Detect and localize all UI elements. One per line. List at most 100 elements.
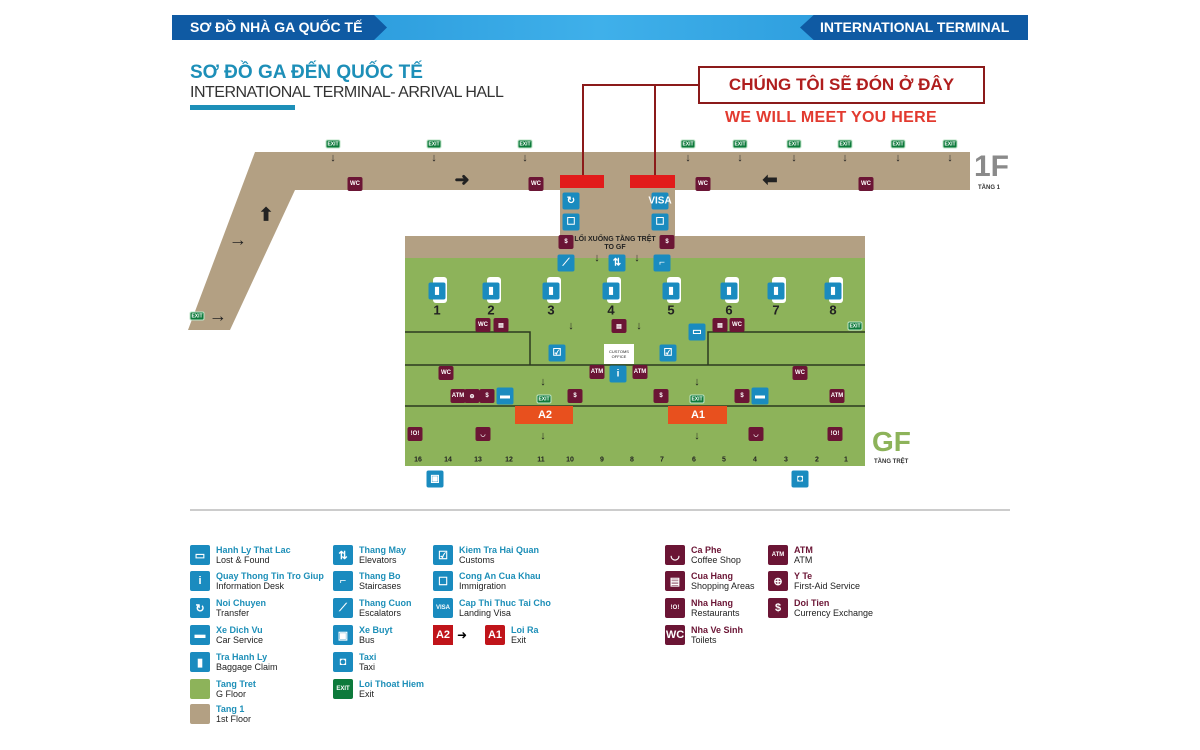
direction-arrow: ↓ bbox=[330, 152, 336, 164]
direction-arrow: ↓ bbox=[694, 376, 700, 388]
lost-found-icon: ▭ bbox=[688, 323, 706, 341]
coffee-icon: ◡ bbox=[475, 427, 491, 441]
legend-en: Car Service bbox=[216, 635, 264, 645]
legend-en: Escalators bbox=[359, 608, 402, 618]
carousel-number: 3 bbox=[547, 302, 555, 318]
legend-vn: Thang Cuon bbox=[359, 598, 412, 608]
carousel-number: 1 bbox=[433, 302, 441, 318]
legend-en: First-Aid Service bbox=[794, 581, 861, 591]
baggage-claim-icon: ▮ bbox=[602, 282, 620, 300]
direction-arrow: ↓ bbox=[636, 320, 642, 332]
gate-number: 8 bbox=[630, 456, 634, 464]
floor-1-sub: TẦNG 1 bbox=[978, 185, 1001, 191]
taxi-icon: ◘ bbox=[333, 652, 353, 672]
legend-vn: Quay Thong Tin Tro Giup bbox=[216, 571, 324, 581]
page-title: SƠ ĐỒ GA ĐẾN QUỐC TẾ bbox=[190, 62, 423, 83]
toilet-icon: WC bbox=[475, 318, 491, 332]
shop-icon: ▤ bbox=[665, 571, 685, 591]
gate-number: 10 bbox=[566, 456, 574, 464]
customs-office: CUSTOMS OFFICE bbox=[604, 344, 634, 364]
shop-icon: ▤ bbox=[611, 319, 627, 333]
callout-lines bbox=[582, 84, 698, 176]
a2-icon: A2 bbox=[433, 625, 453, 645]
car-service-icon: ▬ bbox=[496, 387, 514, 405]
emergency-exit-icon: EXIT bbox=[942, 139, 958, 149]
title-underline bbox=[190, 105, 295, 110]
currency-exchange-icon: $ bbox=[734, 389, 750, 403]
emergency-exit-icon: EXIT bbox=[732, 139, 748, 149]
toilet-icon: WC bbox=[528, 177, 544, 191]
shop-icon: ▤ bbox=[493, 318, 509, 332]
legend-vn: Loi Ra bbox=[511, 625, 539, 635]
immigration-icon: ☐ bbox=[562, 213, 580, 231]
baggage-claim-icon: ▮ bbox=[542, 282, 560, 300]
emergency-exit-icon: EXIT bbox=[325, 139, 341, 149]
coffee-icon: ◡ bbox=[748, 427, 764, 441]
header-left-title: SƠ ĐỒ NHÀ GA QUỐC TẾ bbox=[172, 15, 387, 40]
gate-number: 3 bbox=[784, 456, 788, 464]
currency-exchange-icon: $ bbox=[768, 598, 788, 618]
direction-arrow: ↓ bbox=[522, 152, 528, 164]
gate-number: 11 bbox=[537, 456, 545, 464]
emergency-exit-icon: EXIT bbox=[837, 139, 853, 149]
restaurant-icon: !O! bbox=[827, 427, 843, 441]
legend-en: Information Desk bbox=[216, 581, 285, 591]
first-aid-icon: ⊕ bbox=[464, 389, 480, 403]
elevator-icon: ⇅ bbox=[608, 254, 626, 272]
g-floor-swatch bbox=[190, 679, 210, 699]
emergency-exit-icon: EXIT bbox=[689, 394, 705, 404]
emergency-exit-icon: EXIT bbox=[680, 139, 696, 149]
customs-icon: ☑ bbox=[659, 344, 677, 362]
direction-arrow: ↓ bbox=[634, 252, 640, 264]
baggage-claim-icon: ▮ bbox=[824, 282, 842, 300]
legend-en: Exit bbox=[359, 689, 375, 699]
legend-vn: Cap Thi Thuc Tai Cho bbox=[459, 598, 551, 608]
carousel-number: 7 bbox=[772, 302, 780, 318]
direction-arrow: ↓ bbox=[947, 152, 953, 164]
legend-en: Shopping Areas bbox=[691, 581, 755, 591]
legend-vn: Nha Ve Sinh bbox=[691, 625, 744, 635]
page-subtitle: INTERNATIONAL TERMINAL- ARRIVAL HALL bbox=[190, 84, 504, 101]
baggage-claim-icon: ▮ bbox=[662, 282, 680, 300]
gate-number: 16 bbox=[414, 456, 422, 464]
immigration-icon: ☐ bbox=[433, 571, 453, 591]
legend-vn: ATM bbox=[794, 545, 813, 555]
legend-vn: Nha Hang bbox=[691, 598, 734, 608]
currency-exchange-icon: $ bbox=[659, 235, 675, 249]
direction-arrow: ↓ bbox=[431, 152, 437, 164]
toilet-icon: WC bbox=[438, 366, 454, 380]
baggage-claim-icon: ▮ bbox=[720, 282, 738, 300]
coffee-icon: ◡ bbox=[665, 545, 685, 565]
ground-floor-hall bbox=[405, 258, 865, 466]
first-aid-icon: ⊕ bbox=[768, 571, 788, 591]
escalator-icon: ⟋ bbox=[333, 598, 353, 618]
a2-exit-area bbox=[515, 406, 573, 424]
restaurant-icon: !O! bbox=[407, 427, 423, 441]
legend-en: Restaurants bbox=[691, 608, 740, 618]
ground-floor-sub: TẦNG TRỆT bbox=[874, 459, 909, 465]
direction-arrow: ⬆ bbox=[258, 204, 274, 225]
escalator-icon: ⟋ bbox=[557, 254, 575, 272]
carousel-number: 5 bbox=[667, 302, 675, 318]
ground-floor-top-strip bbox=[405, 236, 865, 258]
ground-floor-label: GF bbox=[872, 426, 911, 457]
direction-arrow: ↓ bbox=[694, 430, 700, 442]
transfer-icon: ↻ bbox=[190, 598, 210, 618]
legend-en: Immigration bbox=[459, 581, 507, 591]
a2-legend-icon: A2➜ bbox=[433, 625, 467, 645]
direction-arrow: ↓ bbox=[594, 252, 600, 264]
a2-to-a1-icon: A1 bbox=[485, 625, 505, 645]
gate-number: 14 bbox=[444, 456, 452, 464]
emergency-exit-icon: EXIT bbox=[189, 311, 205, 321]
stairs-icon: ⌐ bbox=[653, 254, 671, 272]
gate-number: 2 bbox=[815, 456, 819, 464]
legend-vn: Thang Bo bbox=[359, 571, 401, 581]
